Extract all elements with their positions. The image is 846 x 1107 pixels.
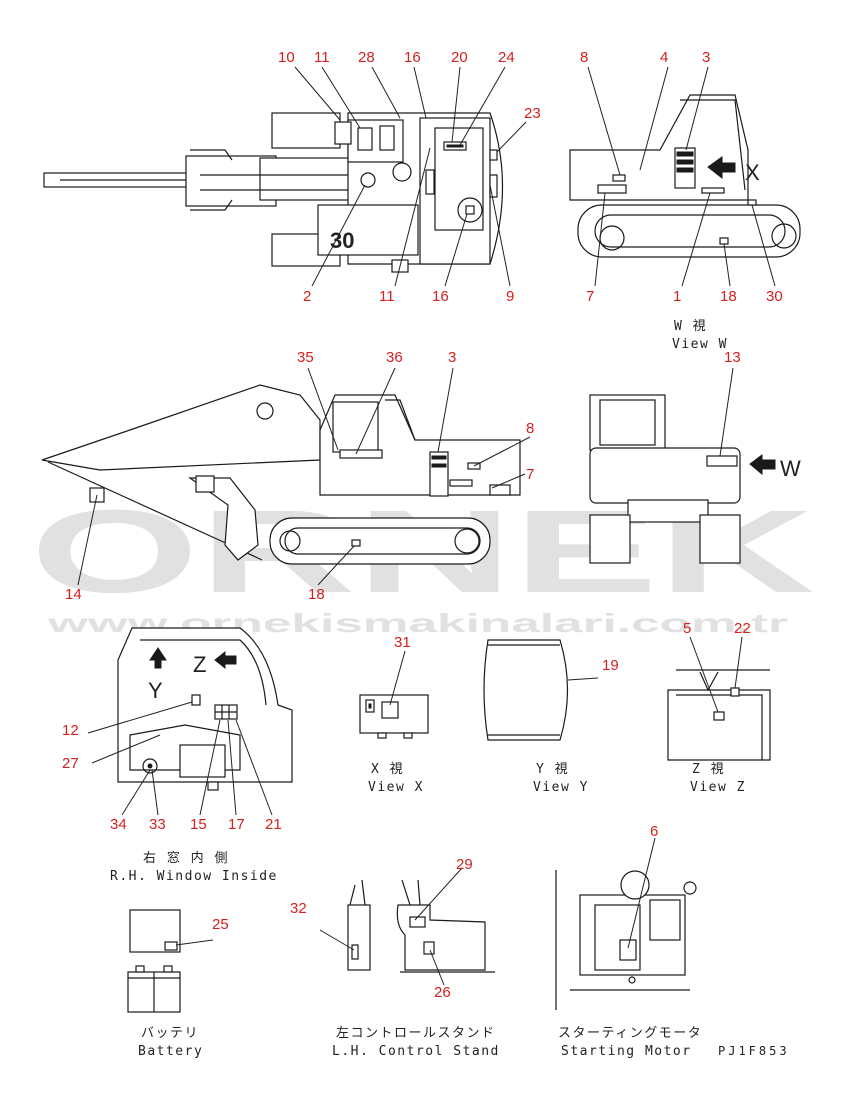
- callout-31: 31: [394, 634, 411, 651]
- callout-36: 36: [386, 349, 403, 366]
- callout-16: 16: [404, 49, 421, 66]
- window-letter-z: Z: [193, 652, 206, 677]
- callout-30: 30: [766, 288, 783, 305]
- callout-1: 1: [673, 288, 681, 305]
- callout-3b: 3: [448, 349, 456, 366]
- view-captions: W 視 View W 右 窓 内 側 R.H. Window Inside X …: [110, 319, 790, 1059]
- battery-caption-jp: バッテリ: [141, 1026, 199, 1041]
- view-x-caption-en: View X: [368, 780, 424, 795]
- view-x-drawing: [359, 694, 429, 739]
- control-stand-caption-jp: 左コントロールスタンド: [336, 1026, 496, 1041]
- callout-2: 2: [303, 288, 311, 305]
- callout-24: 24: [498, 49, 515, 66]
- rear-view-drawing: W: [589, 394, 801, 564]
- window-caption-en: R.H. Window Inside: [110, 869, 278, 884]
- callout-3: 3: [702, 49, 710, 66]
- callout-29: 29: [456, 856, 473, 873]
- view-w-caption-en: View W: [672, 337, 728, 352]
- starting-motor-caption-jp: スターティングモータ: [558, 1026, 702, 1041]
- view-y-caption-jp: Y 視: [536, 762, 569, 777]
- view-z-drawing: [667, 669, 771, 761]
- control-stand-caption-en: L.H. Control Stand: [332, 1044, 500, 1059]
- callout-27: 27: [62, 755, 79, 772]
- callout-9: 9: [506, 288, 514, 305]
- callout-7: 7: [586, 288, 594, 305]
- control-stand-drawing: [347, 879, 495, 973]
- battery-caption-en: Battery: [138, 1044, 203, 1059]
- view-w-letter: X: [745, 160, 760, 185]
- callout-11b: 11: [379, 288, 395, 305]
- callout-15: 15: [190, 816, 207, 833]
- view-w-caption-jp: W 視: [674, 319, 707, 334]
- svg-text:30: 30: [330, 228, 354, 253]
- callout-21: 21: [265, 816, 282, 833]
- window-caption-jp: 右 窓 内 側: [143, 850, 229, 866]
- callout-25: 25: [212, 916, 229, 933]
- view-w-drawing: X: [569, 94, 801, 258]
- view-y-caption-en: View Y: [533, 780, 589, 795]
- window-inside-drawing: Y Z: [117, 627, 293, 791]
- callout-10: 10: [278, 49, 295, 66]
- view-z-caption-jp: Z 視: [692, 762, 725, 777]
- callout-28: 28: [358, 49, 375, 66]
- callouts: 10 11 28 16 20 24 23 2 11 16 9 8 4 3 7 1…: [62, 49, 783, 1001]
- callout-23: 23: [524, 105, 541, 122]
- callout-16b: 16: [432, 288, 449, 305]
- callout-17: 17: [228, 816, 245, 833]
- window-letter-y: Y: [148, 678, 163, 703]
- callout-26: 26: [434, 984, 451, 1001]
- callout-34: 34: [110, 816, 127, 833]
- view-z-caption-en: View Z: [690, 780, 746, 795]
- callout-6: 6: [650, 823, 658, 840]
- leader-lines: [77, 66, 776, 986]
- top-view-drawing: 30: [43, 112, 504, 273]
- callout-14: 14: [65, 586, 82, 603]
- callout-5: 5: [683, 620, 691, 637]
- starting-motor-caption-en: Starting Motor: [561, 1044, 692, 1059]
- side-view-drawing: [41, 384, 521, 565]
- view-x-caption-jp: X 視: [371, 762, 404, 777]
- callout-7b: 7: [526, 466, 534, 483]
- callout-22: 22: [734, 620, 751, 637]
- callout-12: 12: [62, 722, 79, 739]
- callout-18b: 18: [308, 586, 325, 603]
- callout-8: 8: [580, 49, 588, 66]
- callout-20: 20: [451, 49, 468, 66]
- view-y-drawing: [483, 639, 569, 741]
- callout-4: 4: [660, 49, 668, 66]
- callout-13: 13: [724, 349, 741, 366]
- callout-8b: 8: [526, 420, 534, 437]
- callout-18: 18: [720, 288, 737, 305]
- callout-19: 19: [602, 657, 619, 674]
- callout-33: 33: [149, 816, 166, 833]
- callout-35: 35: [297, 349, 314, 366]
- rear-view-letter: W: [780, 456, 801, 481]
- battery-drawing: [127, 909, 181, 1013]
- callout-11: 11: [314, 49, 330, 66]
- starting-motor-drawing: [555, 870, 697, 1010]
- callout-32: 32: [290, 900, 307, 917]
- drawing-code: PJ1F853: [718, 1044, 790, 1058]
